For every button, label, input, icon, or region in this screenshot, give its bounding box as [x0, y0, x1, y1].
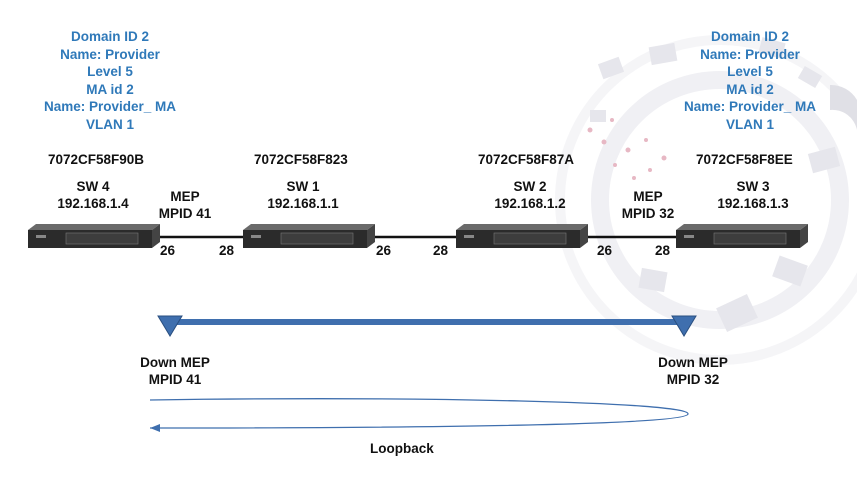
port-label: 28 — [655, 243, 671, 258]
right-info-line: Name: Provider_ MA — [683, 99, 817, 115]
switch-mac-sw1: 7072CF58F823 — [254, 152, 348, 167]
left-info-line: Level 5 — [87, 64, 133, 80]
switch-ip: 192.168.1.1 — [267, 196, 339, 211]
down-mep-title: Down MEP — [140, 355, 210, 370]
mep-label-32: MEP MPID 32 — [613, 188, 683, 222]
switch-ip: 192.168.1.3 — [717, 196, 789, 211]
left-info-line: MA id 2 — [86, 81, 134, 97]
switch-mac-sw2: 7072CF58F87A — [478, 152, 575, 167]
right-info-line: MA id 2 — [726, 81, 774, 97]
mep-title: MEP — [633, 189, 663, 204]
loopback-label: Loopback — [370, 441, 434, 456]
down-mep-label-32: Down MEP MPID 32 — [648, 354, 738, 388]
down-mep-id: MPID 41 — [148, 372, 202, 387]
down-mep-marker-right — [671, 315, 697, 337]
down-mep-marker-left — [157, 315, 183, 337]
port-label: 28 — [219, 243, 235, 258]
left-domain-info: Domain ID 2 Name: Provider Level 5 MA id… — [20, 28, 200, 134]
switch-sw3 — [676, 224, 808, 248]
port-label: 28 — [433, 243, 449, 258]
right-info-line: VLAN 1 — [725, 116, 774, 132]
mep-id: MPID 32 — [621, 206, 675, 221]
switch-sw1 — [243, 224, 375, 248]
switch-mac-sw4: 7072CF58F90B — [48, 152, 145, 167]
switch-name: SW 3 — [736, 179, 770, 194]
mep-label-41: MEP MPID 41 — [150, 188, 220, 222]
switch-label-sw3: SW 3 192.168.1.3 — [708, 178, 798, 212]
right-info-line: Name: Provider — [700, 46, 800, 62]
switch-ip: 192.168.1.2 — [494, 196, 566, 211]
port-label: 26 — [597, 243, 613, 258]
switch-sw4 — [28, 224, 160, 248]
mep-title: MEP — [170, 189, 200, 204]
right-domain-info: Domain ID 2 Name: Provider Level 5 MA id… — [660, 28, 840, 134]
left-info-line: VLAN 1 — [85, 116, 134, 132]
left-info-line: Name: Provider — [60, 46, 160, 62]
loopback-arrowhead — [150, 424, 160, 432]
right-info-line: Domain ID 2 — [710, 29, 789, 44]
left-info-line: Domain ID 2 — [70, 29, 149, 44]
switch-label-sw4: SW 4 192.168.1.4 — [48, 178, 138, 212]
switch-name: SW 1 — [286, 179, 320, 194]
left-info-line: Name: Provider_ MA — [43, 99, 177, 115]
down-mep-label-41: Down MEP MPID 41 — [130, 354, 220, 388]
switch-label-sw2: SW 2 192.168.1.2 — [485, 178, 575, 212]
port-label: 26 — [376, 243, 392, 258]
loopback-curve — [149, 398, 689, 429]
right-info-line: Level 5 — [727, 64, 773, 80]
mep-id: MPID 41 — [158, 206, 212, 221]
switch-name: SW 2 — [513, 179, 547, 194]
switch-sw2 — [456, 224, 588, 248]
switch-mac-sw3: 7072CF58F8EE — [696, 152, 793, 167]
switch-ip: 192.168.1.4 — [57, 196, 129, 211]
port-label: 26 — [160, 243, 176, 258]
down-mep-title: Down MEP — [658, 355, 728, 370]
down-mep-id: MPID 32 — [666, 372, 720, 387]
switch-name: SW 4 — [76, 179, 110, 194]
switch-label-sw1: SW 1 192.168.1.1 — [258, 178, 348, 212]
